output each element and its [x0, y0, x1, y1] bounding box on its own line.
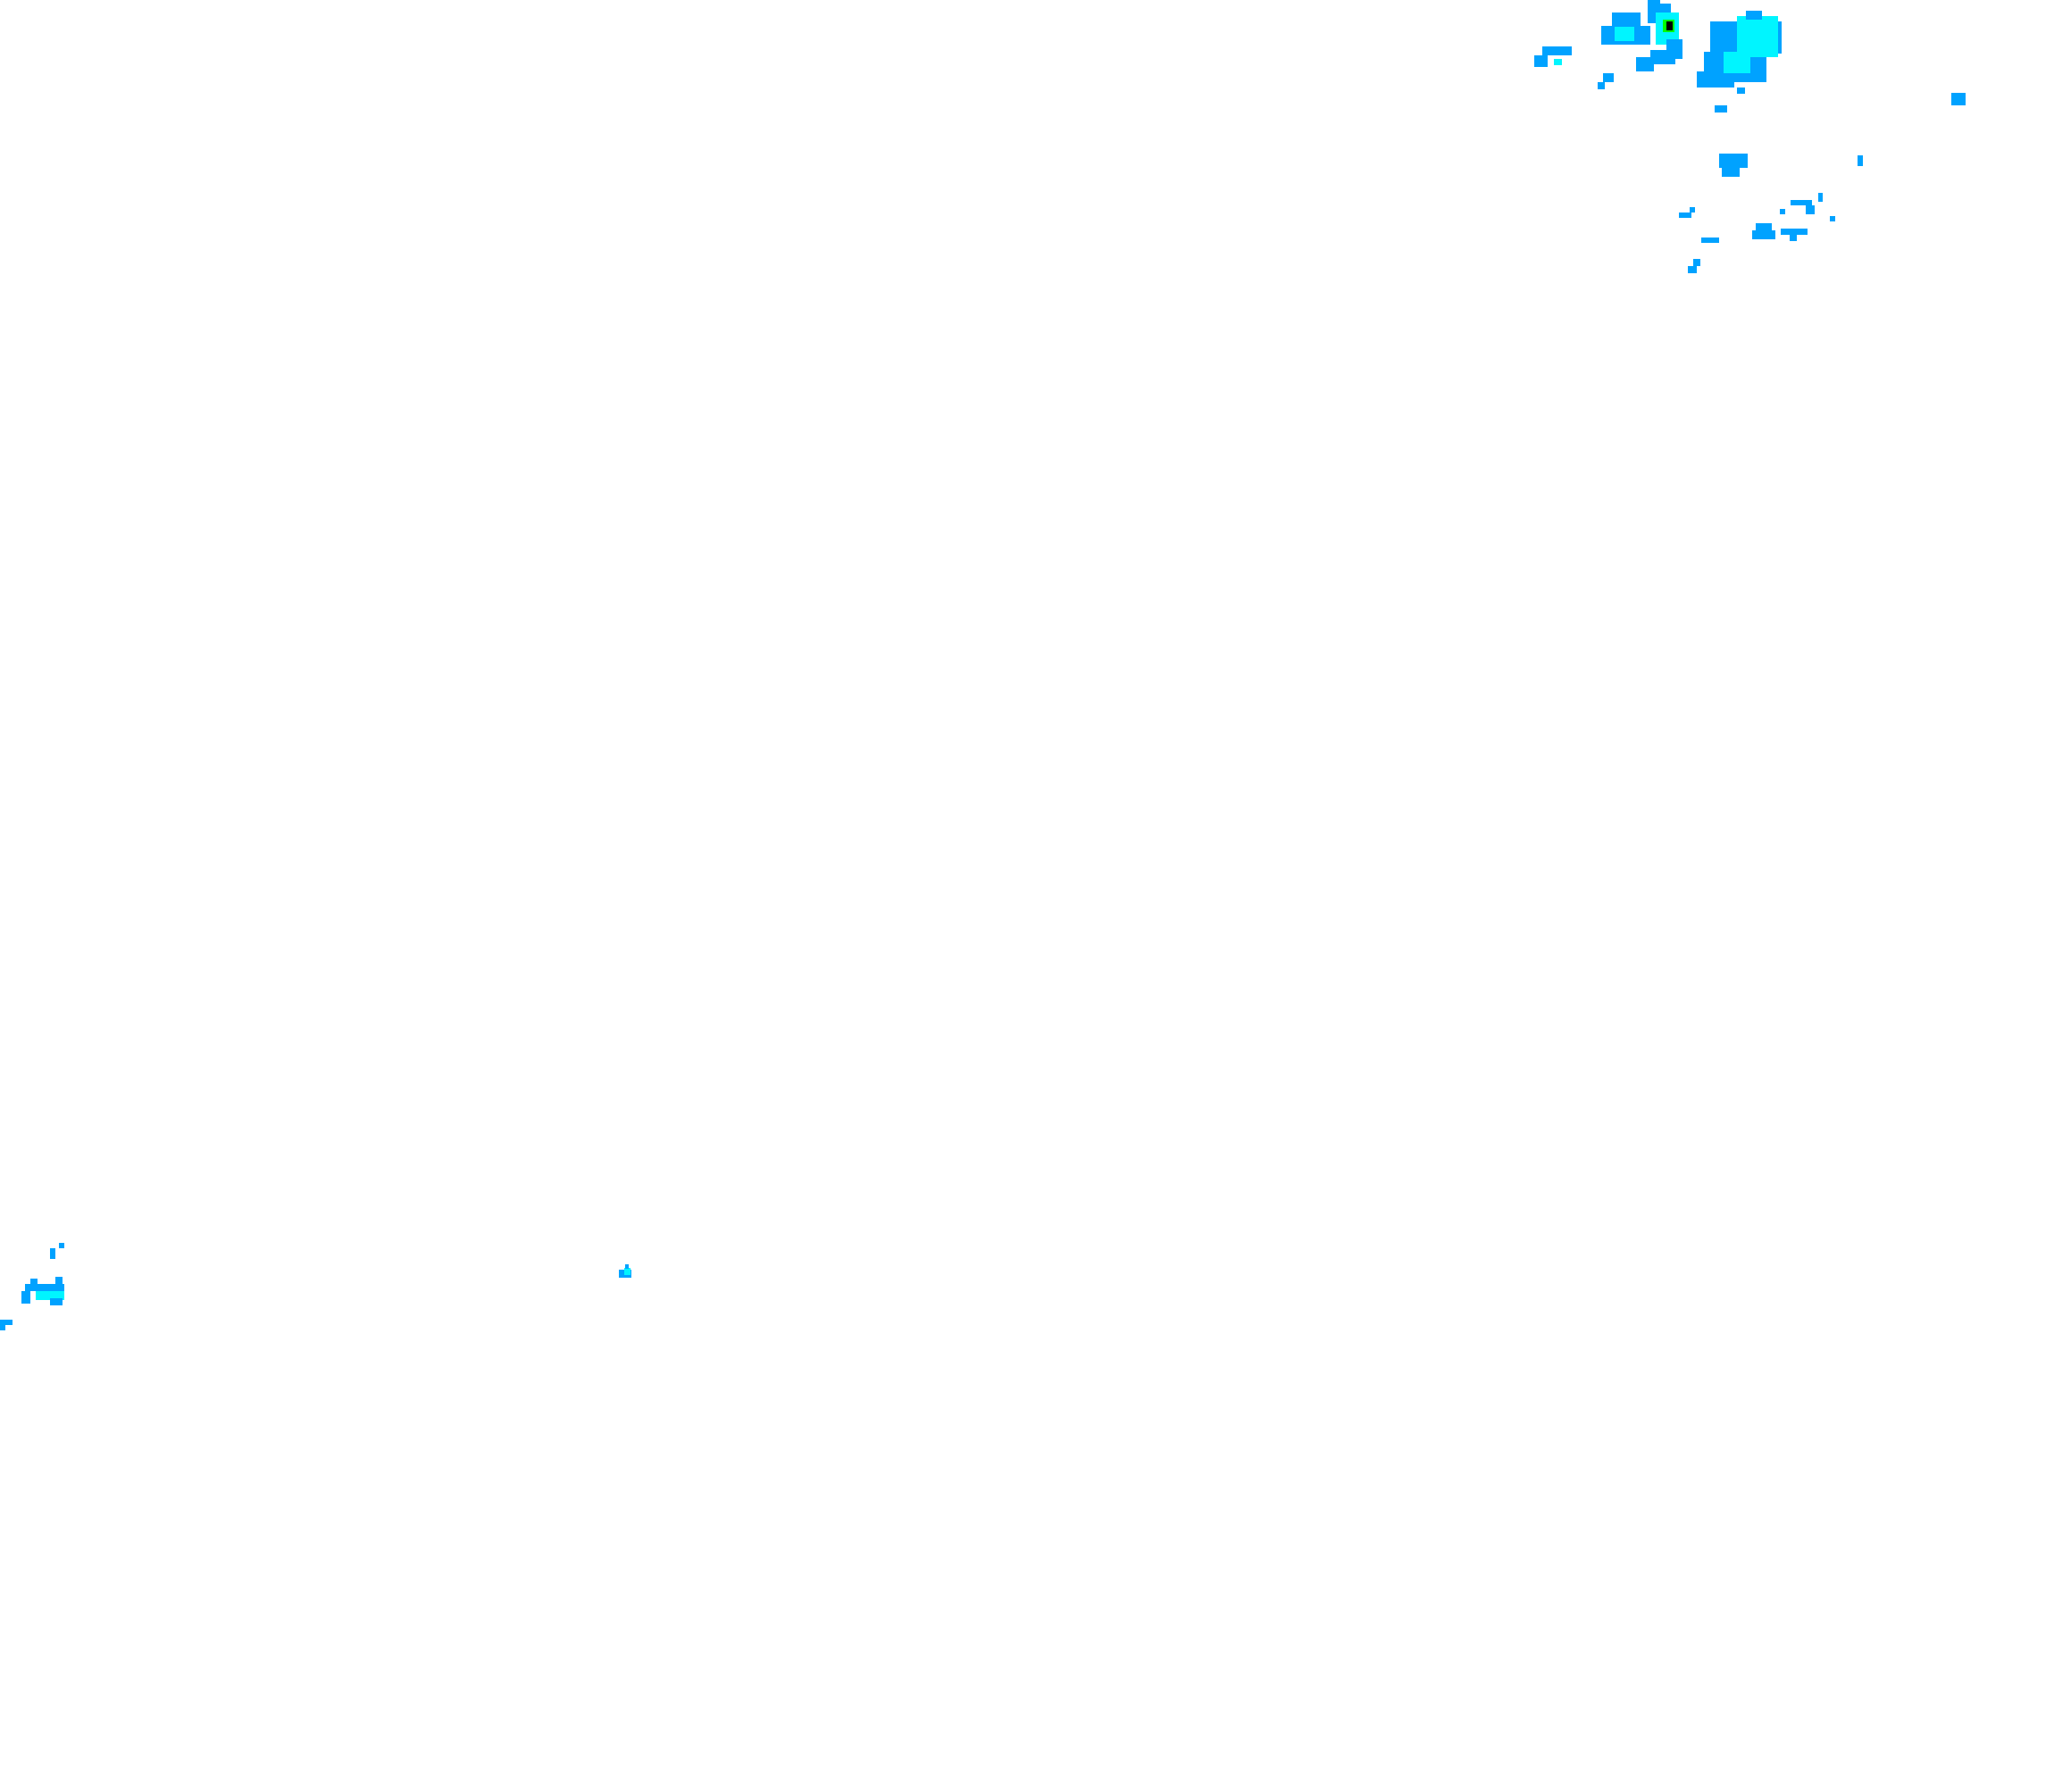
echo-cell: [1746, 11, 1762, 20]
echo-cell: [59, 1243, 64, 1248]
echo-cell: [1781, 229, 1808, 235]
echo-cell: [1598, 82, 1605, 89]
echo-cell: [1715, 105, 1727, 113]
echo-cell: [1830, 216, 1835, 221]
echo-cell: [1542, 46, 1572, 55]
echo-cell: [50, 1298, 63, 1305]
echo-cell: [1780, 209, 1785, 214]
echo-cell: [1697, 71, 1734, 88]
echo-cell: [1951, 93, 1966, 105]
echo-cell: [50, 1248, 55, 1259]
echo-cell: [1650, 50, 1675, 64]
echo-cell: [0, 1320, 13, 1325]
echo-cell: [1806, 205, 1815, 214]
echo-cell: [1818, 193, 1823, 202]
echo-cell: [1719, 154, 1748, 168]
echo-cell: [1554, 59, 1562, 65]
echo-cell: [1724, 52, 1750, 73]
echo-cell: [1858, 155, 1863, 166]
echo-cell: [1690, 207, 1695, 213]
echo-cell: [1693, 259, 1700, 266]
echo-cell: [1636, 57, 1654, 71]
echo-cell: [30, 1279, 38, 1284]
echo-cell: [21, 1291, 30, 1304]
echo-cell: [55, 1277, 63, 1284]
echo-cell: [1791, 200, 1812, 205]
echo-cell: [1701, 238, 1719, 243]
echo-cell: [1534, 55, 1548, 67]
echo-cell: [1790, 234, 1797, 241]
echo-cell: [1648, 0, 1660, 5]
echo-cell: [1615, 27, 1634, 41]
echo-cluster-northeast: [1534, 0, 1966, 273]
echo-cell: [1737, 16, 1778, 57]
echo-cell: [36, 1291, 64, 1300]
echo-cell: [25, 1284, 64, 1291]
echo-cell: [0, 1325, 5, 1330]
echo-cell: [1737, 88, 1745, 94]
echo-cell: [1679, 213, 1691, 218]
echo-cluster-central: [619, 1264, 631, 1278]
echo-cell: [624, 1268, 630, 1275]
echo-cell: [625, 1264, 629, 1269]
echo-cell: [1752, 230, 1775, 239]
echo-cluster-southwest: [0, 1243, 64, 1330]
echo-cell: [1688, 266, 1697, 273]
echo-cell: [1722, 166, 1740, 177]
echo-cell: [1666, 21, 1673, 30]
echo-cell: [1603, 73, 1614, 82]
